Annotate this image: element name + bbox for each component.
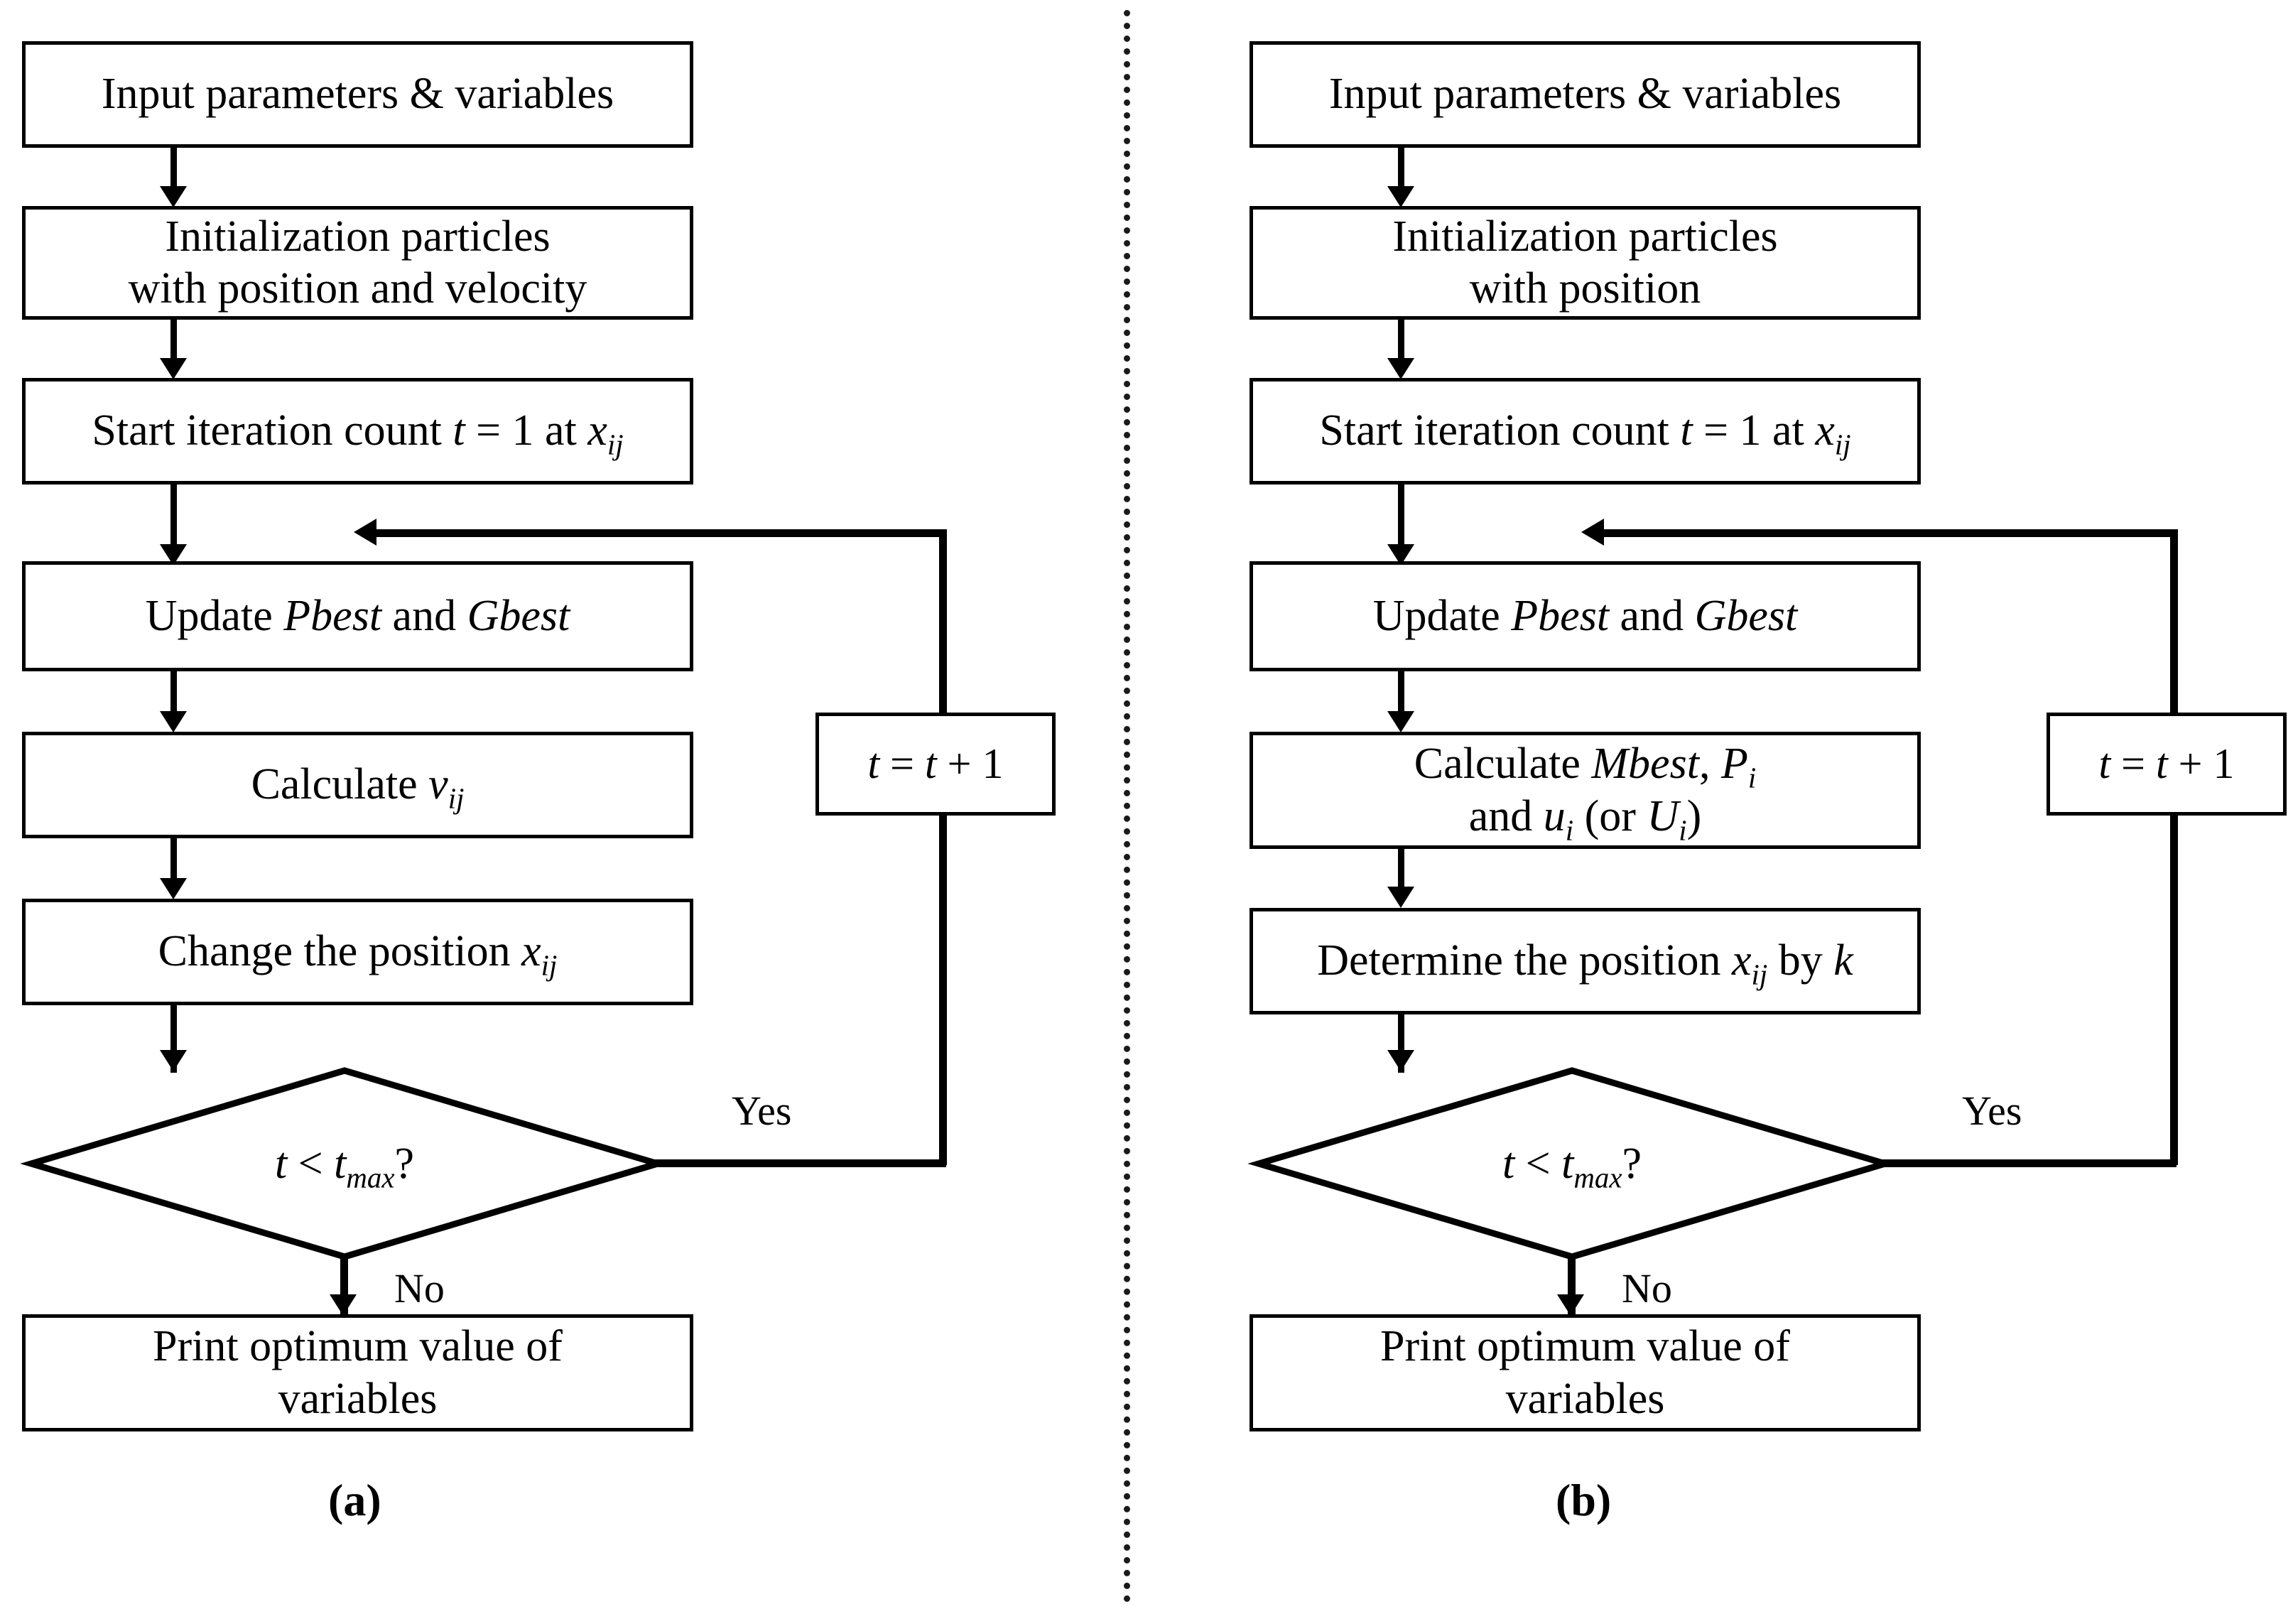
edge-a-init-start — [170, 320, 177, 369]
node-b-print: Print optimum value of variables — [1250, 1314, 1921, 1431]
node-b-init-label: Initialization particles with position — [1392, 212, 1778, 313]
node-a-change-label: Change the position xij — [158, 927, 558, 982]
arrowhead-a-no — [330, 1294, 357, 1316]
arrowhead-b-input-init — [1387, 186, 1414, 207]
node-a-change: Change the position xij — [22, 899, 693, 1005]
arrowhead-a-init-start — [160, 358, 187, 379]
panel-divider — [1124, 10, 1130, 1603]
node-b-determine-label: Determine the position xij by k — [1317, 936, 1853, 991]
edge-a-input-init — [170, 148, 177, 197]
edge-b-return-horizontal — [1603, 529, 2178, 537]
edge-b-input-init — [1398, 148, 1404, 197]
edge-label-b-yes: Yes — [1962, 1088, 2022, 1134]
edge-a-yes-horizontal — [654, 1159, 946, 1167]
node-a-decision: t < tmax? — [20, 1067, 669, 1260]
panel-b-caption: (b) — [1556, 1475, 1612, 1525]
node-a-calc: Calculate vij — [22, 732, 693, 838]
node-a-print: Print optimum value of variables — [22, 1314, 693, 1431]
edge-b-update-calc — [1398, 671, 1404, 722]
edge-b-yes-riser — [2170, 529, 2178, 1165]
edge-label-a-yes: Yes — [732, 1088, 792, 1134]
edge-b-init-start — [1398, 320, 1404, 369]
node-a-increment-label: t = t + 1 — [867, 740, 1004, 788]
edge-a-no-vertical — [340, 1257, 348, 1317]
edge-a-yes-riser — [939, 529, 947, 1165]
edge-label-b-no: No — [1622, 1265, 1672, 1311]
edge-a-start-update — [170, 485, 177, 559]
node-a-update-label: Update Pbest and Gbest — [145, 591, 570, 640]
node-a-print-label: Print optimum value of variables — [153, 1322, 563, 1423]
node-a-calc-label: Calculate vij — [251, 760, 465, 815]
arrowhead-a-return — [354, 519, 376, 546]
node-a-update: Update Pbest and Gbest — [22, 561, 693, 671]
edge-b-start-update — [1398, 485, 1404, 559]
node-b-increment: t = t + 1 — [2047, 713, 2287, 816]
arrowhead-b-init-start — [1387, 358, 1414, 379]
edge-b-calc-determine — [1398, 849, 1404, 900]
arrowhead-a-change-decide — [160, 1050, 187, 1071]
node-a-init-label: Initialization particles with position a… — [128, 212, 587, 313]
edge-a-return-horizontal — [375, 529, 947, 537]
node-a-input: Input parameters & variables — [22, 41, 693, 148]
node-b-determine: Determine the position xij by k — [1250, 908, 1921, 1014]
arrowhead-b-return — [1581, 519, 1604, 546]
node-a-start-label: Start iteration count t = 1 at xij — [92, 406, 624, 461]
edge-label-a-no: No — [394, 1265, 445, 1311]
node-b-decision: t < tmax? — [1247, 1067, 1897, 1260]
node-b-init: Initialization particles with position — [1250, 206, 1921, 320]
node-b-input: Input parameters & variables — [1250, 41, 1921, 148]
arrowhead-a-input-init — [160, 186, 187, 207]
edge-a-calc-change — [170, 838, 177, 889]
node-a-increment: t = t + 1 — [815, 713, 1056, 816]
panel-a-caption: (a) — [328, 1475, 381, 1525]
edge-b-yes-horizontal — [1881, 1159, 2177, 1167]
arrowhead-b-no — [1557, 1294, 1584, 1316]
edge-b-no-vertical — [1568, 1257, 1576, 1317]
node-b-print-label: Print optimum value of variables — [1380, 1322, 1790, 1423]
node-b-input-label: Input parameters & variables — [1328, 70, 1842, 119]
edge-a-change-decide — [170, 1005, 177, 1073]
node-b-update: Update Pbest and Gbest — [1250, 561, 1921, 671]
arrowhead-b-determine-decide — [1387, 1050, 1414, 1071]
edge-b-determine-decide — [1398, 1014, 1404, 1073]
node-a-start: Start iteration count t = 1 at xij — [22, 378, 693, 485]
arrowhead-b-calc-determine — [1387, 887, 1414, 908]
arrowhead-a-update-calc — [160, 711, 187, 732]
node-b-start-label: Start iteration count t = 1 at xij — [1319, 406, 1851, 461]
arrowhead-b-update-calc — [1387, 711, 1414, 732]
node-b-start: Start iteration count t = 1 at xij — [1250, 378, 1921, 485]
node-a-init: Initialization particles with position a… — [22, 206, 693, 320]
node-a-input-label: Input parameters & variables — [101, 70, 614, 119]
node-b-update-label: Update Pbest and Gbest — [1372, 591, 1798, 640]
edge-a-update-calc — [170, 671, 177, 722]
node-b-increment-label: t = t + 1 — [2098, 740, 2235, 788]
arrowhead-a-calc-change — [160, 878, 187, 899]
